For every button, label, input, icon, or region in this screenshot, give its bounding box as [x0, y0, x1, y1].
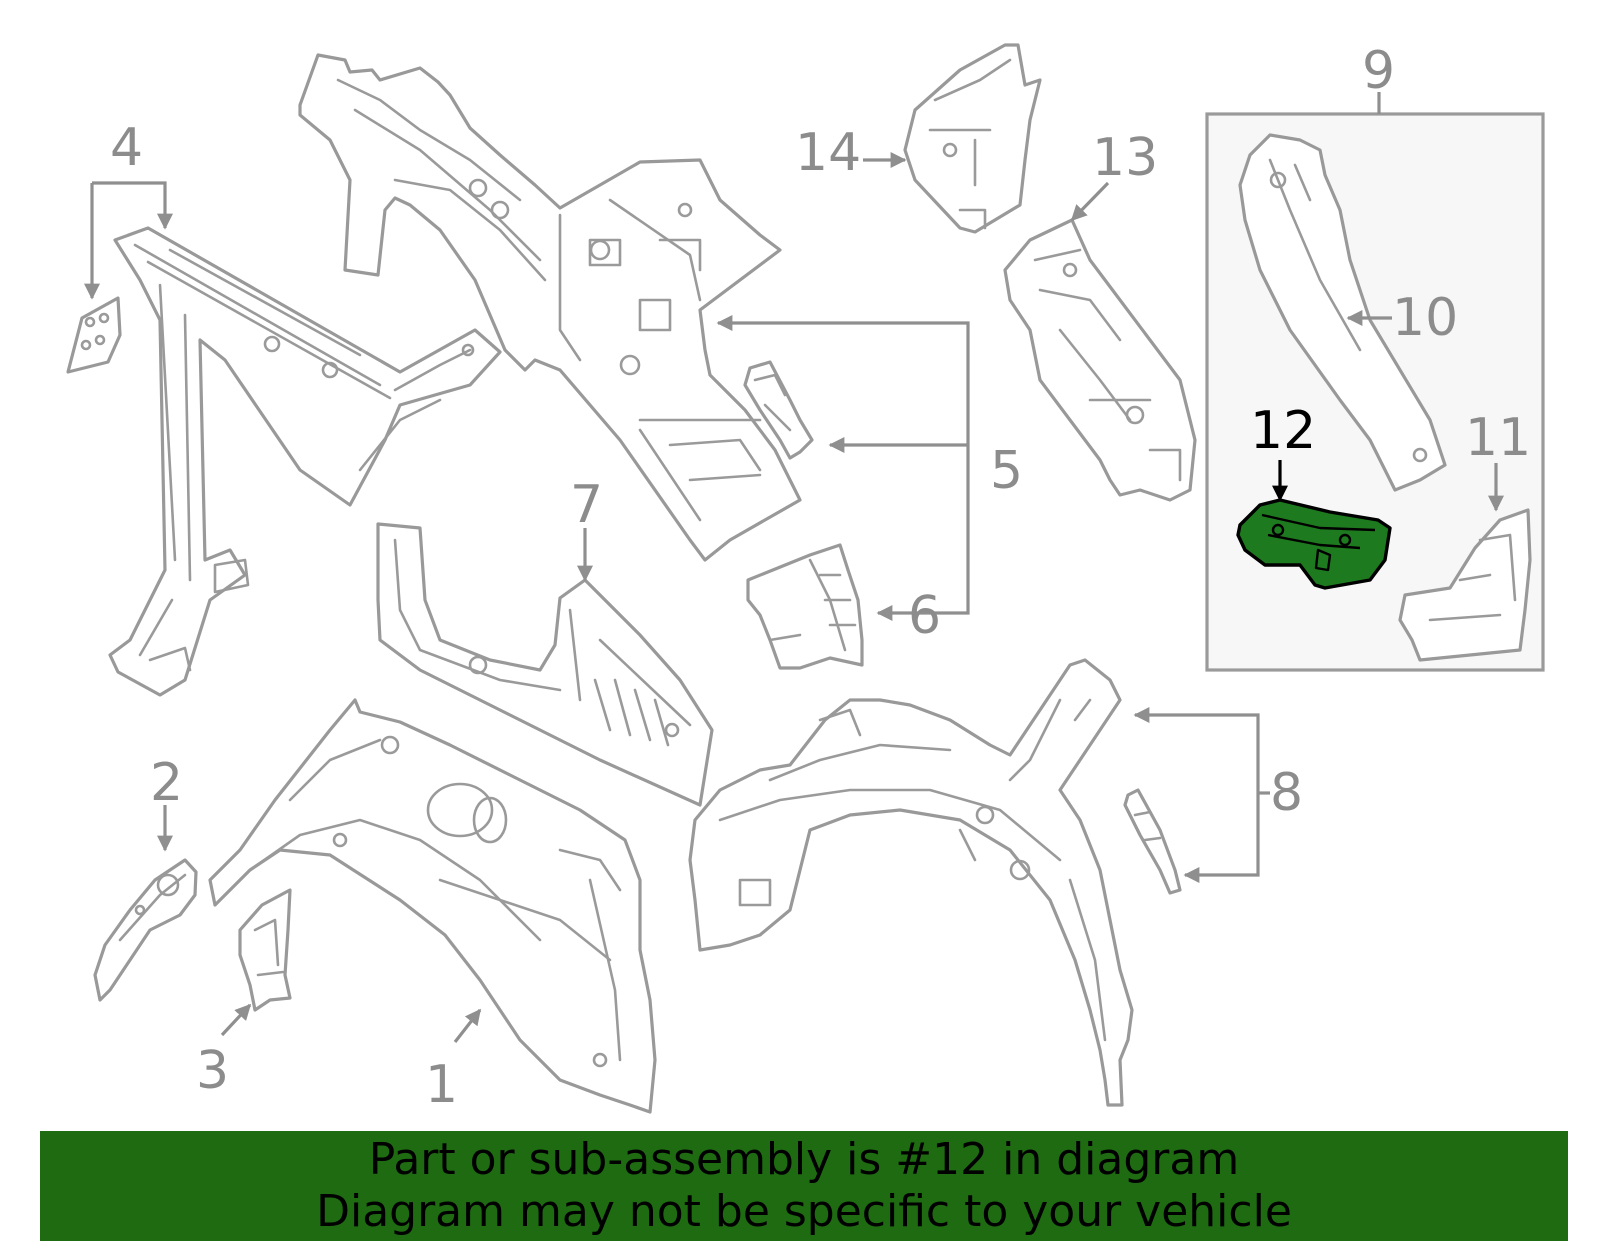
callout-9: 9 [1362, 41, 1395, 101]
callout-1: 1 [425, 1055, 458, 1115]
callout-10: 10 [1392, 288, 1458, 348]
callout-6: 6 [908, 586, 941, 646]
callout-2: 2 [150, 753, 183, 813]
part-8b-bracket [1123, 788, 1182, 895]
banner-line-disclaimer: Diagram may not be specific to your vehi… [316, 1186, 1292, 1237]
callout-12: 12 [1250, 401, 1316, 461]
part-11-drawing [1398, 508, 1532, 662]
part-12-highlight [1236, 498, 1392, 590]
callout-4: 4 [110, 118, 143, 178]
part-4-drawing [66, 226, 502, 697]
callout-8: 8 [1270, 763, 1303, 823]
callout-5: 5 [990, 441, 1023, 501]
callout-14: 14 [795, 123, 861, 183]
callout-11: 11 [1465, 408, 1531, 468]
part-10-drawing [1238, 133, 1447, 492]
callout-13: 13 [1092, 128, 1158, 188]
part-1-drawing [208, 698, 657, 1114]
callout-3: 3 [196, 1041, 229, 1101]
part-6-drawing [746, 543, 864, 670]
part-2-drawing [93, 858, 198, 1002]
part-5-drawing [298, 53, 802, 562]
part-3-drawing [238, 888, 292, 1012]
callout-7: 7 [570, 475, 603, 535]
part-14-drawing [903, 43, 1042, 234]
info-banner: Part or sub-assembly is #12 in diagram D… [40, 1131, 1568, 1241]
banner-line-part-number: Part or sub-assembly is #12 in diagram [368, 1134, 1240, 1185]
part-8-drawing [688, 658, 1134, 1107]
part-13-drawing [1003, 218, 1197, 502]
part-7-drawing [376, 522, 714, 807]
